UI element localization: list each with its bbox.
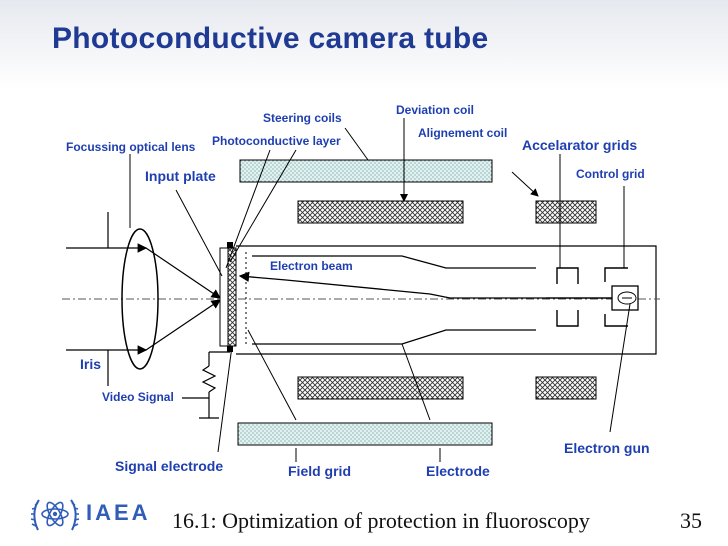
leader-electron-gun — [609, 303, 631, 433]
accelarator-grid-bottom — [556, 310, 579, 327]
label-iris: Iris — [80, 356, 101, 372]
label-photoconductive-layer: Photoconductive layer — [212, 134, 341, 148]
label-control-grid: Control grid — [576, 167, 645, 181]
iaea-logo-icon — [30, 499, 80, 531]
leader-photoconductive-layer — [229, 149, 297, 263]
signal-electrode-connector — [227, 346, 233, 352]
label-electrode: Electrode — [426, 463, 490, 479]
leader-electrode — [401, 343, 431, 421]
signal-electrode-connector — [227, 242, 233, 248]
label-video-signal: Video Signal — [102, 390, 174, 404]
deviation-coil-bottom — [297, 376, 464, 400]
footer-caption: 16.1: Optimization of protection in fluo… — [172, 508, 590, 533]
page-number: 35 — [680, 508, 702, 533]
light-ray-converge-bottom — [145, 299, 221, 351]
leader-field-grid — [247, 329, 297, 421]
label-focussing-optical-lens: Focussing optical lens — [66, 140, 196, 154]
label-electron-beam: Electron beam — [270, 259, 353, 273]
accelarator-grid-top — [556, 267, 579, 284]
deviation-coil-top — [297, 200, 464, 224]
leader-input-plate — [175, 189, 223, 277]
electrode-funnel-bottom — [252, 329, 536, 345]
control-grid-top — [604, 267, 628, 282]
control-grid-bottom — [604, 314, 628, 327]
label-electron-gun: Electron gun — [564, 440, 650, 456]
steering-coil-bottom — [237, 422, 493, 446]
light-ray-converge-top — [145, 247, 221, 299]
alignement-coil-top — [535, 200, 597, 224]
slide-title: Photoconductive camera tube — [52, 22, 489, 55]
leader-signal-electrode — [217, 345, 233, 453]
org-name: IAEA — [86, 500, 151, 525]
electron-beam — [238, 271, 612, 299]
label-input-plate: Input plate — [145, 168, 216, 184]
steering-coil-top — [239, 159, 493, 183]
header-band — [0, 0, 728, 90]
alignement-coil-bottom — [535, 376, 597, 400]
electrode-funnel-top — [252, 255, 536, 269]
focussing-lens — [121, 228, 159, 370]
load-resistor — [201, 365, 217, 393]
label-deviation-coil: Deviation coil — [396, 103, 474, 117]
label-field-grid: Field grid — [288, 463, 351, 479]
tube-envelope — [236, 245, 657, 355]
leader-alignement-coil — [511, 171, 539, 197]
input-plate — [219, 247, 229, 347]
leader-steering-coils — [344, 127, 369, 161]
label-accelarator-grids: Accelarator grids — [522, 137, 637, 153]
label-steering-coils: Steering coils — [263, 111, 342, 125]
photoconductive-layer — [227, 247, 237, 347]
label-signal-electrode: Signal electrode — [115, 458, 223, 474]
label-alignement-coil: Alignement coil — [418, 126, 507, 140]
leader-photoconductive-layer — [225, 149, 271, 269]
